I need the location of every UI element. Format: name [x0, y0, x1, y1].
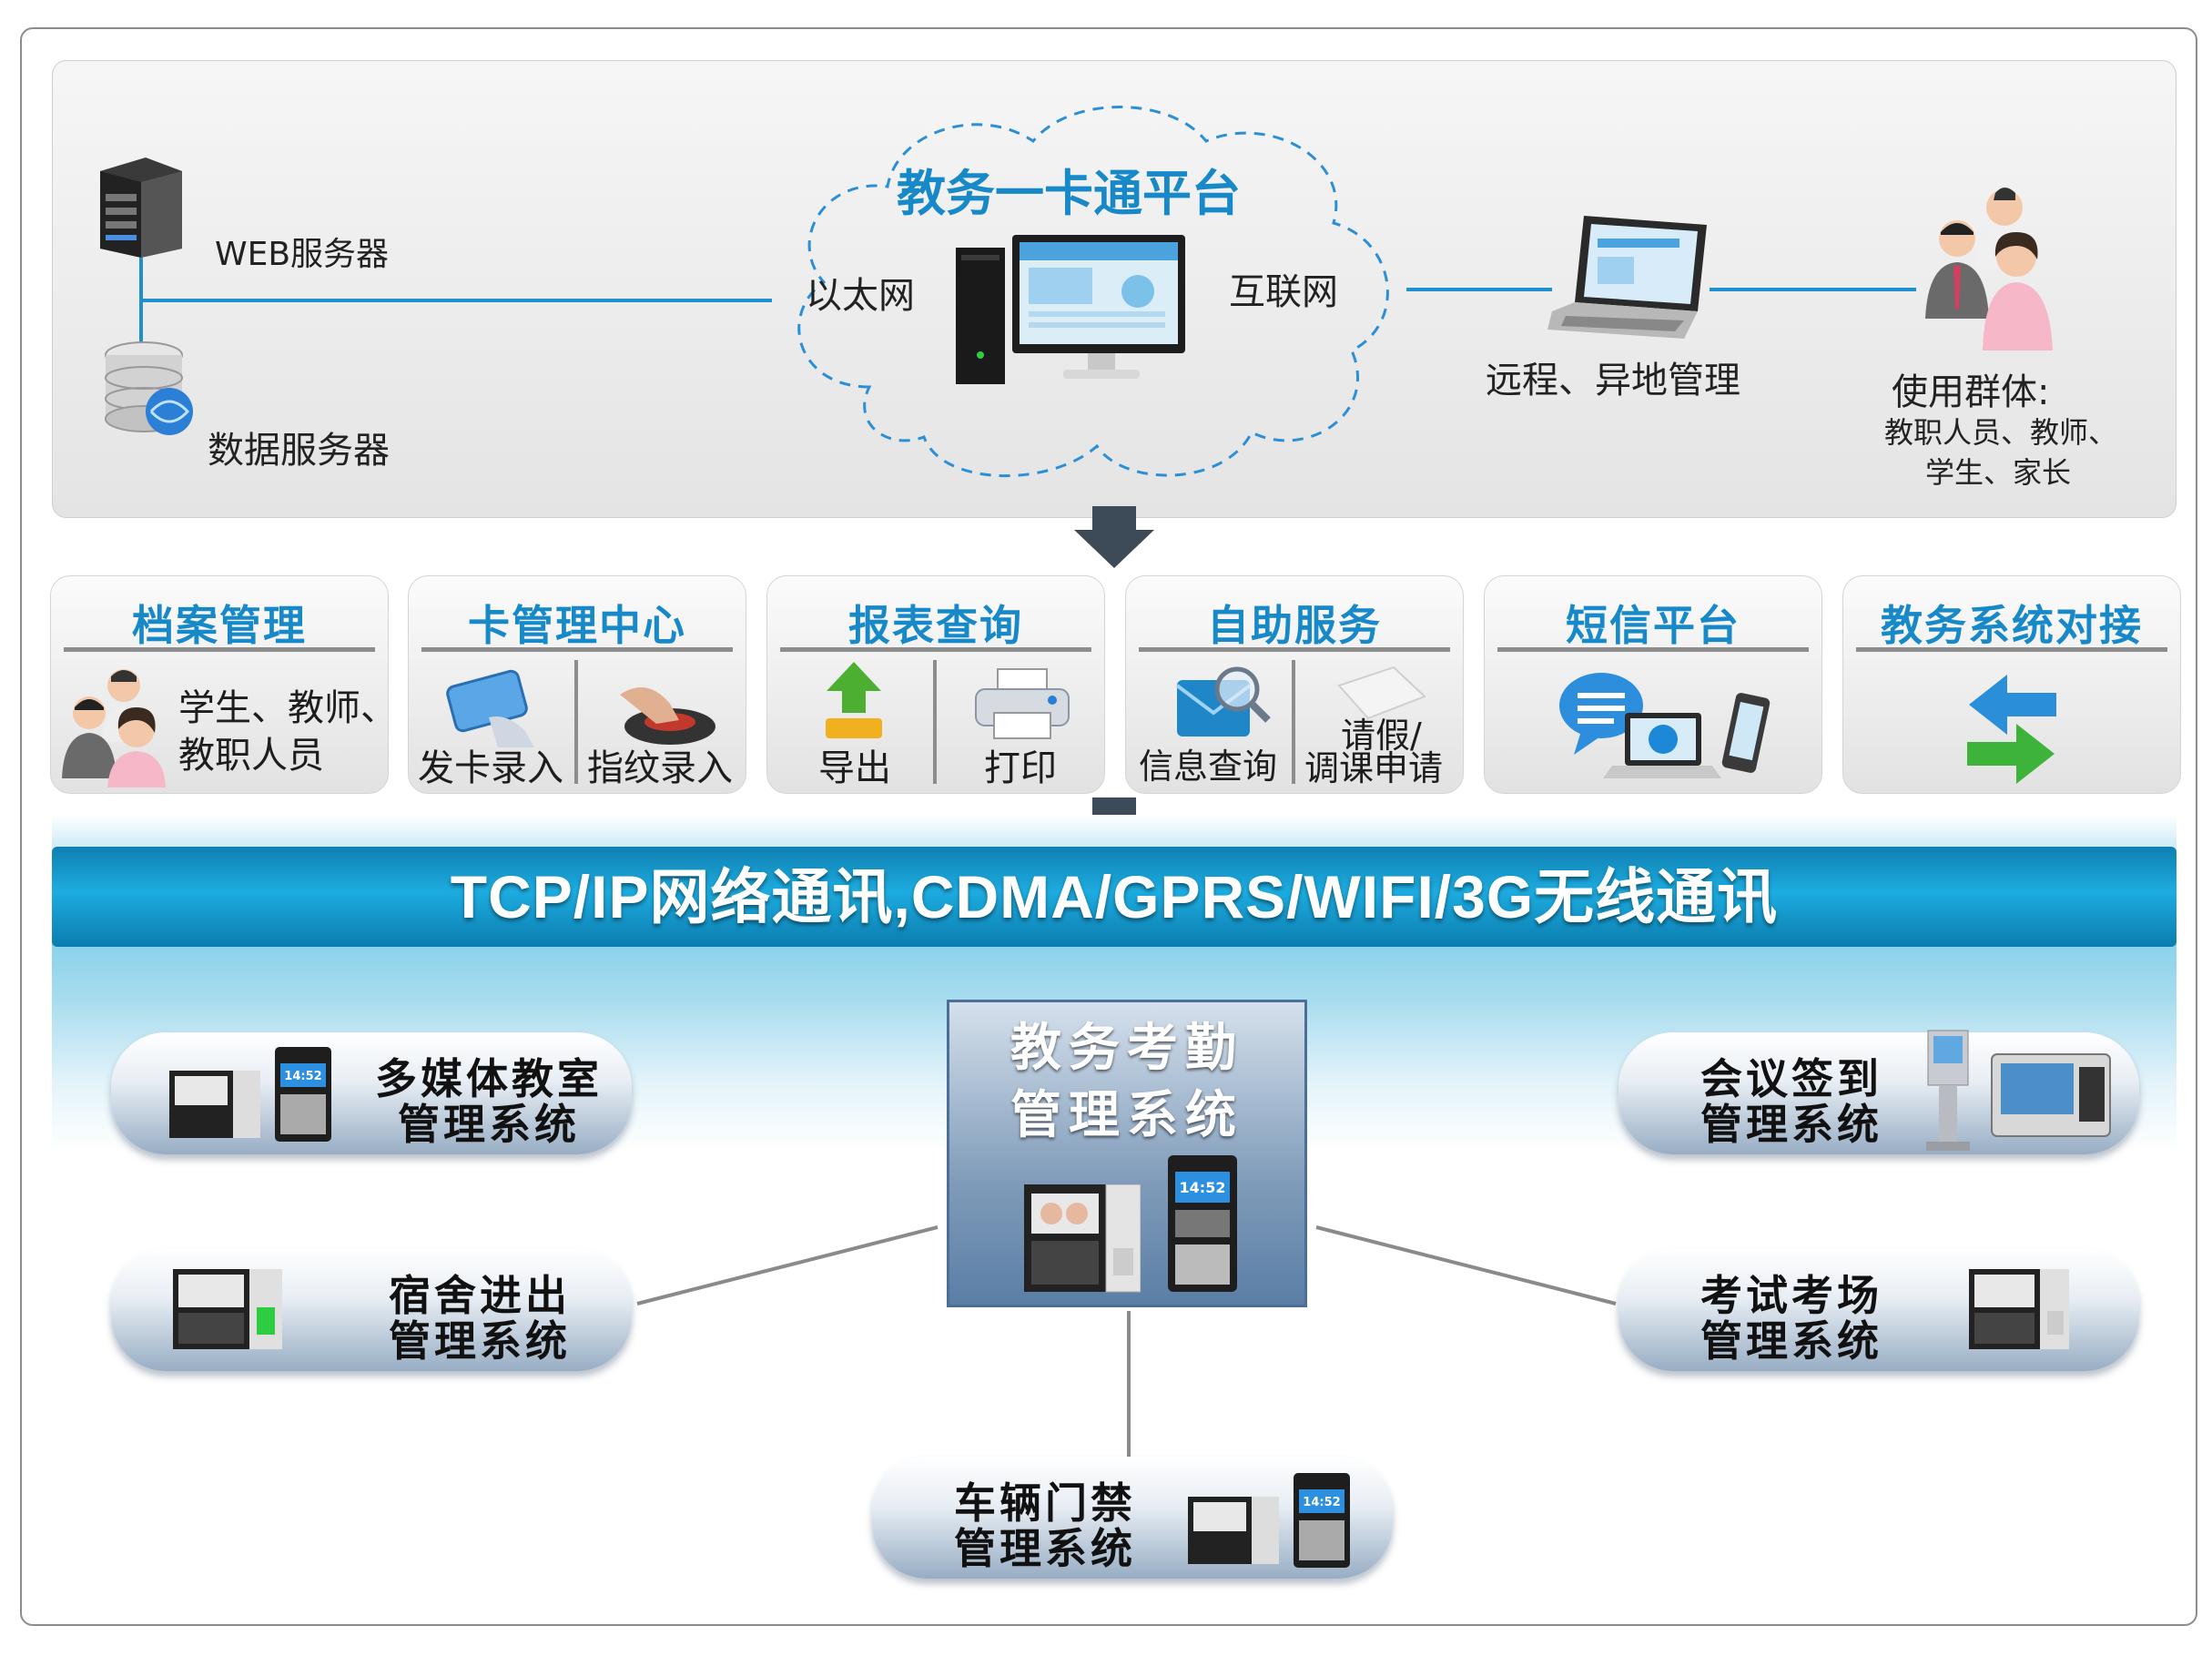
exchange-arrows-icon	[1967, 675, 2056, 784]
device-screen-time: 14:52	[284, 1070, 321, 1083]
module-integration: 教务系统对接	[1842, 575, 2181, 794]
module-info-query-label: 信息查询	[1139, 747, 1278, 787]
module-card-center: 卡管理中心 发卡录入 指纹录入	[408, 575, 746, 794]
subsystem-meeting-line1: 会议签到	[1700, 1054, 1882, 1103]
module-sms-title: 短信平台	[1566, 601, 1740, 650]
attendance-terminal-icon	[1024, 1184, 1141, 1293]
sms-devices-icon	[1559, 673, 1771, 778]
cloud-shape	[797, 106, 1389, 477]
ethernet-label: 以太网	[806, 275, 915, 317]
module-leave-label: 请假/	[1341, 716, 1422, 756]
subsystem-multimedia-line2: 管理系统	[398, 1100, 580, 1149]
module-divider	[1139, 647, 1450, 652]
terminal-device-icon: 14:52	[169, 1047, 331, 1142]
subsystem-exam-line1: 考试考场	[1700, 1271, 1882, 1320]
module-report: 报表查询 导出 打印	[766, 575, 1105, 794]
document-icon	[1337, 665, 1426, 720]
subsystem-exam: 考试考场 管理系统	[1618, 1249, 2139, 1371]
module-fingerprint-label: 指纹录入	[587, 747, 733, 789]
module-self-service: 自助服务 信息查询 请假/ 调课申请	[1125, 575, 1464, 794]
web-server-icon	[100, 157, 182, 258]
terminal-device-icon	[173, 1269, 282, 1349]
module-archive: 档案管理 学生、教师、 教职人员	[50, 575, 397, 794]
access-reader-icon: 14:52	[1168, 1155, 1237, 1292]
user-group-line1: 教职人员、教师、	[1884, 415, 2118, 450]
module-export-label: 导出	[818, 747, 891, 789]
desktop-computer-icon	[956, 235, 1185, 384]
internet-label: 互联网	[1229, 271, 1338, 313]
subsystem-multimedia-line1: 多媒体教室	[375, 1054, 603, 1103]
printer-icon	[975, 668, 1070, 739]
laptop-icon	[1547, 216, 1707, 339]
platform-title: 教务一卡通平台	[897, 165, 1241, 222]
module-integration-title: 教务系统对接	[1881, 601, 2143, 650]
module-class-adjust-label: 调课申请	[1304, 748, 1444, 788]
center-title-line2: 管理系统	[1010, 1086, 1243, 1145]
module-archive-text1: 学生、教师、	[178, 687, 397, 729]
staff-people-icon	[62, 669, 166, 787]
export-icon	[826, 662, 882, 738]
subsystem-meeting-line2: 管理系统	[1700, 1100, 1882, 1149]
database-server-icon	[105, 341, 193, 435]
module-separator	[1292, 660, 1295, 784]
subsystem-vehicle-line1: 车辆门禁	[954, 1478, 1136, 1528]
module-self-service-title: 自助服务	[1207, 601, 1382, 650]
user-group-title: 使用群体:	[1892, 371, 2050, 413]
module-divider	[421, 647, 733, 652]
subsystem-multimedia: 14:52 多媒体教室 管理系统	[111, 1032, 632, 1154]
network-title: TCP/IP网络通讯,CDMA/GPRS/WIFI/3G无线通讯	[450, 863, 1779, 930]
card-issue-icon	[446, 669, 534, 747]
module-divider	[1856, 647, 2167, 652]
remote-management-label: 远程、异地管理	[1486, 360, 1740, 401]
web-server-label: WEB服务器	[215, 236, 390, 273]
module-divider	[780, 647, 1091, 652]
terminal-device-icon	[1969, 1269, 2069, 1349]
device-screen-time: 14:52	[1303, 1496, 1340, 1509]
fingerprint-reader-icon	[620, 687, 715, 745]
subsystem-vehicle-line2: 管理系统	[954, 1524, 1136, 1573]
attendance-system-box: 教务考勤 管理系统 14:52	[947, 1000, 1307, 1307]
terminal-device-icon: 14:52	[1188, 1473, 1350, 1568]
user-group-icon	[1925, 188, 2053, 351]
subsystem-meeting: 会议签到 管理系统	[1618, 1030, 2139, 1154]
network-band	[52, 847, 2176, 947]
module-print-label: 打印	[984, 747, 1057, 789]
module-archive-title: 档案管理	[132, 601, 307, 650]
module-separator	[574, 660, 578, 784]
subsystem-dormitory-line2: 管理系统	[389, 1316, 571, 1366]
subsystem-vehicle: 车辆门禁 管理系统 14:52	[872, 1457, 1393, 1579]
data-server-label: 数据服务器	[208, 430, 390, 472]
down-arrow-1	[1074, 506, 1154, 568]
module-archive-text2: 教职人员	[178, 735, 324, 777]
center-title-line1: 教务考勤	[1010, 1019, 1243, 1078]
subsystem-exam-line2: 管理系统	[1700, 1316, 1882, 1366]
module-report-title: 报表查询	[848, 601, 1023, 650]
info-search-icon	[1175, 666, 1271, 737]
user-group-line2: 学生、家长	[1925, 455, 2072, 490]
module-divider	[1497, 647, 1809, 652]
module-card-issue-label: 发卡录入	[418, 747, 563, 789]
subsystem-dormitory-line1: 宿舍进出	[389, 1271, 571, 1320]
module-divider	[64, 647, 375, 652]
module-separator	[933, 660, 937, 784]
kiosk-device-icon	[1926, 1030, 2111, 1151]
module-sms: 短信平台	[1484, 575, 1822, 794]
module-card-center-title: 卡管理中心	[468, 601, 686, 650]
device-screen-time: 14:52	[1180, 1179, 1226, 1196]
subsystem-dormitory: 宿舍进出 管理系统	[111, 1249, 632, 1371]
